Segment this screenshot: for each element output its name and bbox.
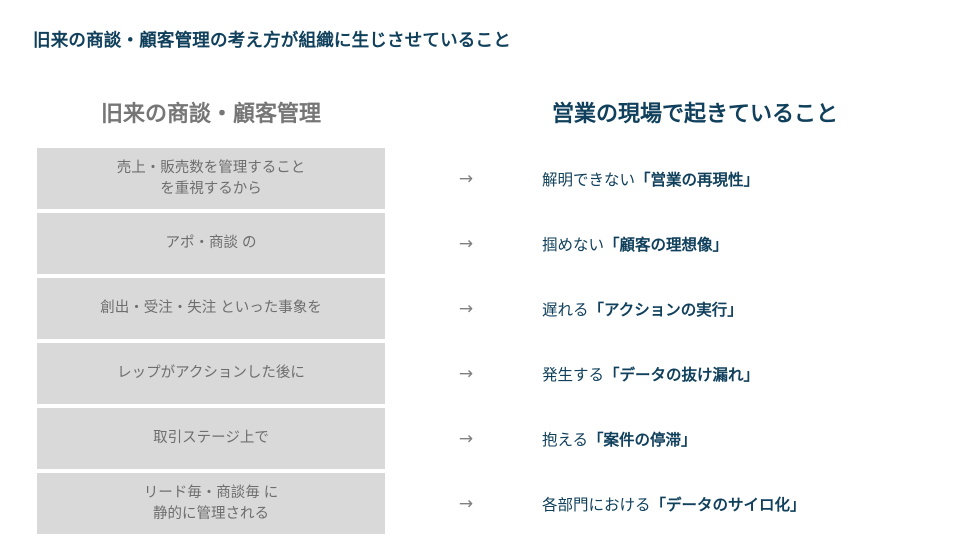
arrow-right-icon: →: [458, 363, 474, 384]
field-consequence-text: 発生する「データの抜け漏れ」: [542, 343, 759, 404]
arrow-right-icon: →: [458, 298, 474, 319]
field-consequence-text: 解明できない「営業の再現性」: [542, 148, 759, 209]
legacy-practice-label: アポ・商談 の: [165, 235, 257, 252]
arrow-right-icon: →: [458, 493, 474, 514]
legacy-practice-label: 創出・受注・失注 といった事象を: [100, 300, 322, 317]
arrow-right-icon: →: [458, 428, 474, 449]
comparison-row: アポ・商談 の → 掴めない「顧客の理想像」: [0, 213, 960, 274]
legacy-practice-label: リード毎・商談毎 に 静的に管理される: [143, 484, 279, 522]
legacy-practice-label: 売上・販売数を管理すること を重視するから: [116, 159, 306, 197]
field-consequence-text: 遅れる「アクションの実行」: [542, 278, 743, 339]
consequence-emphasis: 「アクションの実行」: [588, 301, 743, 319]
legacy-practice-box: 創出・受注・失注 といった事象を: [37, 278, 385, 339]
consequence-prefix: 抱える: [542, 431, 589, 449]
comparison-row: レップがアクションした後に → 発生する「データの抜け漏れ」: [0, 343, 960, 404]
consequence-emphasis: 「データの抜け漏れ」: [604, 366, 760, 384]
page-title: 旧来の商談・顧客管理の考え方が組織に生じさせていること: [33, 30, 511, 50]
consequence-prefix: 発生する: [542, 366, 605, 384]
consequence-prefix: 掴めない: [542, 236, 605, 254]
consequence-prefix: 解明できない: [542, 171, 636, 189]
legacy-practice-box: アポ・商談 の: [37, 213, 385, 274]
arrow-right-icon: →: [458, 168, 474, 189]
column-header-right: 営業の現場で起きていること: [551, 101, 838, 126]
field-consequence-text: 各部門における「データのサイロ化」: [542, 473, 806, 534]
arrow-right-icon: →: [458, 233, 474, 254]
legacy-practice-box: 売上・販売数を管理すること を重視するから: [37, 148, 385, 209]
field-consequence-text: 掴めない「顧客の理想像」: [542, 213, 728, 274]
comparison-rows: 売上・販売数を管理すること を重視するから→解明できない「営業の再現性」アポ・商…: [0, 148, 960, 538]
consequence-emphasis: 「案件の停滞」: [588, 431, 697, 449]
consequence-prefix: 遅れる: [542, 301, 589, 319]
field-consequence-text: 抱える「案件の停滞」: [542, 408, 697, 469]
consequence-emphasis: 「営業の再現性」: [635, 171, 760, 189]
legacy-practice-label: レップがアクションした後に: [117, 365, 305, 382]
consequence-emphasis: 「データのサイロ化」: [650, 496, 806, 514]
legacy-practice-label: 取引ステージ上で: [153, 430, 269, 447]
consequence-emphasis: 「顧客の理想像」: [604, 236, 729, 254]
legacy-practice-box: リード毎・商談毎 に 静的に管理される: [37, 473, 385, 534]
consequence-prefix: 各部門における: [542, 496, 651, 514]
comparison-row: リード毎・商談毎 に 静的に管理される → 各部門における「データのサイロ化」: [0, 473, 960, 534]
comparison-row: 取引ステージ上で → 抱える「案件の停滞」: [0, 408, 960, 469]
column-header-left: 旧来の商談・顧客管理: [100, 101, 321, 126]
legacy-practice-box: レップがアクションした後に: [37, 343, 385, 404]
comparison-row: 創出・受注・失注 といった事象を → 遅れる「アクションの実行」: [0, 278, 960, 339]
legacy-practice-box: 取引ステージ上で: [37, 408, 385, 469]
comparison-row: 売上・販売数を管理すること を重視するから → 解明できない「営業の再現性」: [0, 148, 960, 209]
